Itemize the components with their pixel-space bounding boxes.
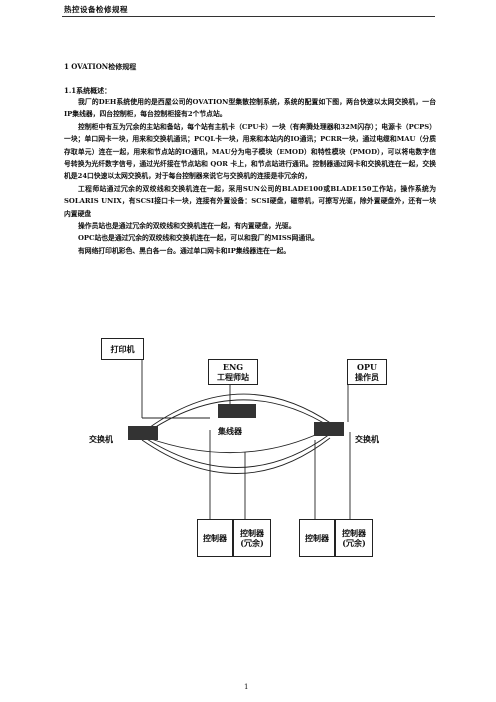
switch-left-label: 交换机 — [89, 434, 113, 444]
opu-label-1: OPU — [357, 362, 377, 372]
controller-b-redundant-box: 控制器 (冗余) — [335, 519, 373, 557]
printer-label: 打印机 — [110, 344, 135, 354]
paragraph-2: 控制柜中有互为冗余的主站和备站，每个站有主机卡（CPU卡）一块（有奔腾处理器和3… — [64, 122, 436, 181]
paragraph-4: 操作员站也是通过冗余的双绞线和交换机连在一起，有内置硬盘，光驱。 — [78, 222, 296, 231]
switch-right-label: 交换机 — [355, 434, 379, 444]
subsection-title: 1.1系统概述： — [64, 86, 112, 95]
ring-bottom-1 — [141, 433, 331, 468]
controller-a-red-label-1: 控制器 — [240, 528, 264, 538]
page-number: 1 — [244, 683, 249, 691]
section-title: 1 OVATION检修规程 — [64, 62, 137, 71]
ring-top-1 — [141, 393, 333, 434]
eng-label-1: ENG — [222, 362, 244, 372]
ring-middle — [147, 431, 323, 454]
header-rule — [62, 16, 435, 17]
ring-bottom-2 — [141, 437, 331, 474]
paragraph-6: 有网络打印机彩色、黑白各一台。通过单口网卡和IP集线器连在一起。 — [78, 246, 291, 255]
switch-left-device-icon — [128, 426, 158, 440]
body-text: 我厂的DEH系统使用的是西屋公司的OVATION型集散控制系统，系统的配置如下图… — [64, 96, 436, 257]
controller-b-label: 控制器 — [305, 533, 329, 543]
hub-label: 集线器 — [218, 426, 242, 436]
opu-station-box: OPU 操作员 — [347, 359, 387, 385]
controller-b-box: 控制器 — [299, 519, 335, 557]
controller-a-redundant-box: 控制器 (冗余) — [233, 519, 271, 557]
controller-a-box: 控制器 — [197, 519, 233, 557]
opu-label-2: 操作员 — [355, 372, 379, 382]
eng-label-2: 工程师站 — [217, 372, 249, 382]
printer-box: 打印机 — [101, 338, 144, 360]
switch-right-device-icon — [314, 422, 344, 436]
eng-station-box: ENG 工程师站 — [208, 359, 258, 385]
ring-top-2 — [141, 399, 333, 437]
paragraph-1: 我厂的DEH系统使用的是西屋公司的OVATION型集散控制系统，系统的配置如下图… — [64, 98, 436, 119]
controller-a-red-label-2: (冗余) — [240, 538, 264, 548]
running-header: 热控设备检修规程 — [64, 5, 128, 14]
controller-b-red-label-2: (冗余) — [342, 538, 366, 548]
paragraph-5: OPC站也是通过冗余的双绞线和交换机连在一起，可以和我厂的MISS网通讯。 — [78, 234, 319, 243]
hub-device-icon — [218, 404, 256, 418]
controller-a-label: 控制器 — [203, 533, 227, 543]
controller-b-red-label-1: 控制器 — [342, 528, 366, 538]
paragraph-3: 工程师站通过冗余的双绞线和交换机连在一起，采用SUN公司的BLADE100或BL… — [64, 184, 436, 218]
